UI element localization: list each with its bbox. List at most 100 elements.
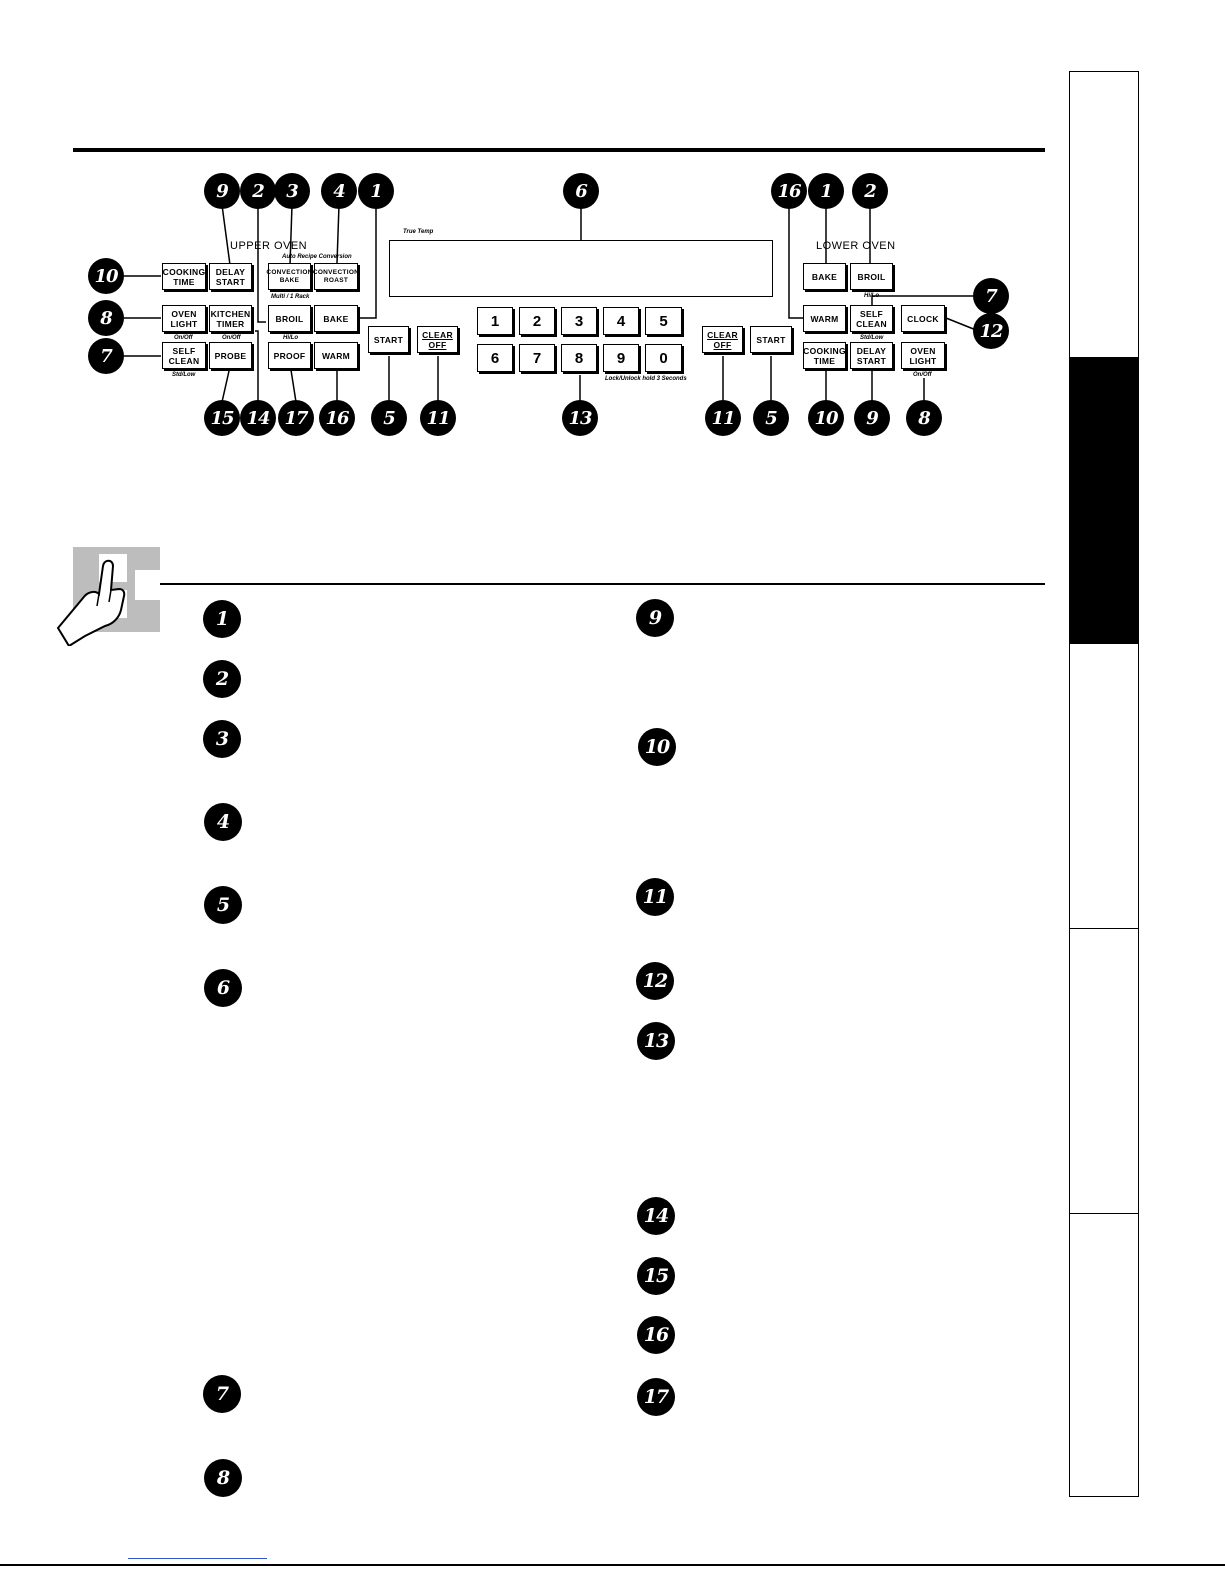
upper-oven-light-button[interactable]: Oven Light (162, 305, 206, 332)
legend-badge: 1 (203, 600, 241, 638)
legend-badge: 14 (637, 1197, 675, 1235)
keypad-1-button[interactable]: 1 (477, 307, 513, 335)
keypad-3-button[interactable]: 3 (561, 307, 597, 335)
legend-badge: 8 (204, 1459, 242, 1497)
callout-badge: 3 (274, 173, 310, 209)
legend-badge: 5 (204, 886, 242, 924)
callout-badge: 1 (808, 173, 844, 209)
upper-cooking-time-button[interactable]: Cooking Time (162, 263, 206, 290)
auto-recipe-conversion-label: Auto Recipe Conversion (282, 254, 352, 260)
multi-rack-label: Multi / 1 Rack (271, 294, 310, 300)
callout-badge: 11 (420, 400, 456, 436)
section-tab[interactable] (1070, 644, 1138, 929)
callout-badge: 6 (563, 173, 599, 209)
lower-broil-sub: Hi/Lo (864, 293, 879, 299)
section-rule (160, 583, 1045, 585)
legend-badge: 6 (204, 969, 242, 1007)
lower-clear-off-button[interactable]: Clear Off (702, 326, 743, 353)
convection-bake-button[interactable]: Convection Bake (266, 263, 312, 290)
upper-bake-button[interactable]: Bake (314, 305, 358, 332)
callout-badge: 10 (88, 258, 124, 294)
section-tab[interactable] (1070, 72, 1138, 358)
legend-badge: 4 (204, 803, 242, 841)
callout-badge: 2 (240, 173, 276, 209)
kitchen-timer-button[interactable]: Kitchen Timer (209, 305, 252, 332)
pointing-hand-icon (55, 546, 161, 648)
callout-badge: 5 (371, 400, 407, 436)
bottom-accent-line (128, 1558, 267, 1559)
upper-broil-button[interactable]: Broil (268, 305, 311, 332)
lower-cooking-time-button[interactable]: Cooking Time (803, 342, 846, 369)
keypad-2-button[interactable]: 2 (519, 307, 555, 335)
clock-button[interactable]: Clock (901, 305, 945, 332)
callout-badge: 12 (973, 313, 1009, 349)
callout-badge: 8 (906, 400, 942, 436)
top-rule (73, 148, 1045, 152)
keypad-0-button[interactable]: 0 (645, 344, 682, 372)
lower-broil-button[interactable]: Broil (850, 263, 893, 290)
probe-button[interactable]: Probe (209, 342, 252, 369)
convection-roast-button[interactable]: Convection Roast (313, 263, 359, 290)
keypad-8-button[interactable]: 8 (561, 344, 597, 372)
legend-badge: 13 (637, 1022, 675, 1060)
callout-badge: 17 (278, 400, 314, 436)
legend-badge: 9 (636, 599, 674, 637)
legend-badge: 17 (637, 1378, 675, 1416)
lower-oven-light-sub: On/Off (913, 372, 932, 378)
callout-badge: 14 (240, 400, 276, 436)
true-temp-label: True Temp (403, 229, 434, 235)
proof-button[interactable]: Proof (268, 342, 311, 369)
kitchen-timer-sub: On/Off (222, 335, 241, 341)
lower-warm-button[interactable]: Warm (803, 305, 846, 332)
callout-badge: 9 (204, 173, 240, 209)
lower-oven-light-button[interactable]: Oven Light (901, 342, 945, 369)
keypad-7-button[interactable]: 7 (519, 344, 555, 372)
section-tab[interactable] (1070, 929, 1138, 1214)
callout-badge: 11 (705, 400, 741, 436)
lower-oven-heading: Lower Oven (816, 240, 896, 252)
lower-bake-button[interactable]: Bake (803, 263, 846, 290)
legend-badge: 10 (638, 728, 676, 766)
legend-badge: 12 (636, 962, 674, 1000)
callout-badge: 9 (854, 400, 890, 436)
legend-badge: 3 (203, 720, 241, 758)
legend-badge: 2 (203, 660, 241, 698)
section-tab-active[interactable] (1070, 358, 1138, 644)
upper-oven-light-sub: On/Off (174, 335, 193, 341)
callout-badge: 5 (753, 400, 789, 436)
legend-badge: 16 (637, 1316, 675, 1354)
callout-badge: 7 (88, 338, 124, 374)
upper-oven-heading: Upper Oven (230, 240, 308, 252)
callout-badge: 15 (204, 400, 240, 436)
keypad-5-button[interactable]: 5 (645, 307, 682, 335)
upper-self-clean-button[interactable]: Self Clean (162, 342, 206, 369)
keypad-4-button[interactable]: 4 (603, 307, 639, 335)
callout-badge: 4 (321, 173, 357, 209)
lower-self-clean-sub: Std/Low (860, 335, 884, 341)
keypad-9-button[interactable]: 9 (603, 344, 639, 372)
callout-badge: 13 (562, 400, 598, 436)
section-tab[interactable] (1070, 1214, 1138, 1495)
upper-delay-start-button[interactable]: Delay Start (209, 263, 252, 290)
oven-display (389, 240, 773, 297)
callout-badge: 16 (771, 173, 807, 209)
lower-self-clean-button[interactable]: Self Clean (850, 305, 893, 332)
callout-badge: 7 (973, 278, 1009, 314)
callout-badge: 16 (319, 400, 355, 436)
section-tabs (1069, 71, 1139, 1497)
lower-delay-start-button[interactable]: Delay Start (850, 342, 893, 369)
lower-start-button[interactable]: Start (750, 326, 792, 353)
upper-broil-sub: Hi/Lo (283, 335, 298, 341)
upper-warm-button[interactable]: Warm (314, 342, 358, 369)
upper-start-button[interactable]: Start (368, 326, 409, 353)
callout-badge: 2 (852, 173, 888, 209)
legend-badge: 11 (636, 878, 674, 916)
callout-badge: 1 (358, 173, 394, 209)
upper-clear-off-button[interactable]: Clear Off (417, 326, 458, 353)
keypad-6-button[interactable]: 6 (477, 344, 513, 372)
upper-self-clean-sub: Std/Low (172, 372, 196, 378)
callout-badge: 8 (88, 300, 124, 336)
legend-badge: 15 (637, 1257, 675, 1295)
callout-badge: 10 (808, 400, 844, 436)
legend-badge: 7 (203, 1375, 241, 1413)
